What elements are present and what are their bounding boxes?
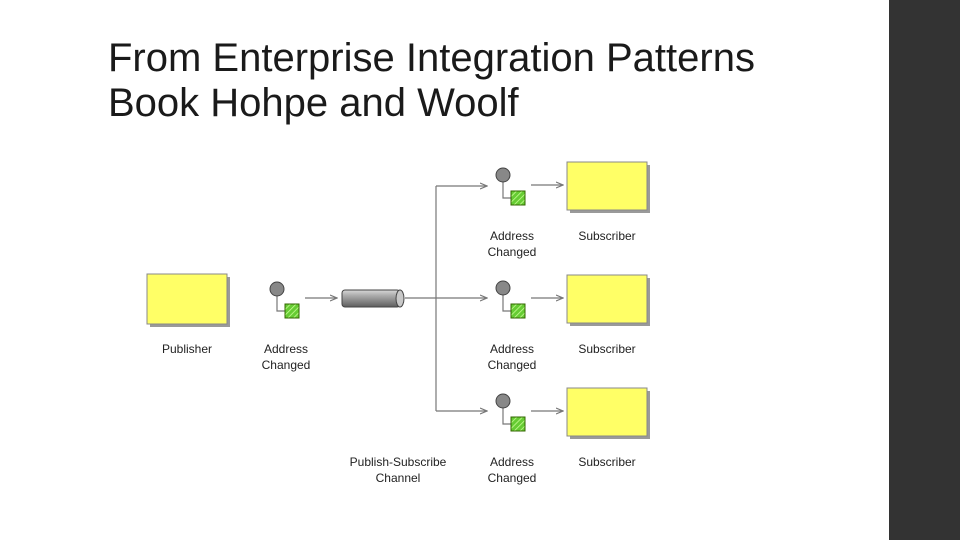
publisher-label: Publisher xyxy=(162,342,212,356)
subscriber-message-label-2-line-1: Address xyxy=(490,342,534,356)
subscriber-label-1: Subscriber xyxy=(578,229,635,243)
publisher-message-label-line-1: Address xyxy=(264,342,308,356)
publisher-message-icon xyxy=(269,281,300,319)
subscriber-box-2 xyxy=(566,274,650,326)
subscriber-box-1 xyxy=(566,161,650,213)
subscriber-box-3 xyxy=(566,387,650,439)
subscriber-message-icon-3 xyxy=(495,393,526,432)
title-line-1: From Enterprise Integration Patterns xyxy=(108,36,755,80)
subscriber-message-icon-1 xyxy=(495,167,526,206)
subscriber-label-2: Subscriber xyxy=(578,342,635,356)
publish-subscribe-channel-icon xyxy=(341,289,405,308)
subscriber-message-label-3-line-1: Address xyxy=(490,455,534,469)
side-bar xyxy=(889,0,960,540)
subscriber-message-label-1-line-1: Address xyxy=(490,229,534,243)
subscriber-label-3: Subscriber xyxy=(578,455,635,469)
subscriber-message-label-1-line-2: Changed xyxy=(488,245,537,259)
subscriber-message-label-2-line-2: Changed xyxy=(488,358,537,372)
subscriber-message-icon-2 xyxy=(495,280,526,319)
subscriber-message-label-3-line-2: Changed xyxy=(488,471,537,485)
channel-label-line-1: Publish-Subscribe xyxy=(350,455,447,469)
slide-title: From Enterprise Integration Patterns Boo… xyxy=(108,36,868,126)
publisher-box xyxy=(146,273,230,327)
publish-subscribe-diagram: Publisher Address Changed Publish-Subscr… xyxy=(146,161,650,485)
channel-label-line-2: Channel xyxy=(376,471,421,485)
title-line-2: Book Hohpe and Woolf xyxy=(108,81,519,125)
channel-branch-connector xyxy=(405,186,487,411)
publisher-message-label-line-2: Changed xyxy=(262,358,311,372)
